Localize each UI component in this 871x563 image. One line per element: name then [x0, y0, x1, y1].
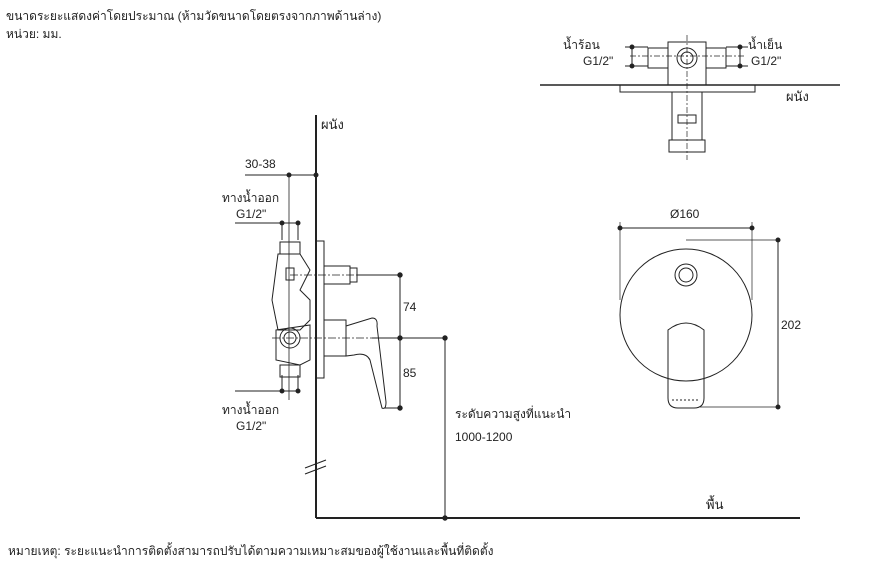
- side-wall-label: ผนัง: [321, 117, 344, 132]
- cold-water-size: G1/2": [751, 54, 782, 68]
- floor-label: พื้น: [706, 497, 724, 512]
- depth-dimension: 30-38: [245, 157, 276, 171]
- recommended-height-value: 1000-1200: [455, 430, 513, 444]
- dimension-74: 74: [403, 300, 417, 314]
- bottom-outlet-label: ทางน้ำออก: [222, 403, 280, 417]
- unit-note: หน่วย: มม.: [6, 27, 62, 41]
- top-wall-label: ผนัง: [786, 89, 809, 104]
- bottom-outlet-size: G1/2": [236, 419, 267, 433]
- top-outlet-size: G1/2": [236, 207, 267, 221]
- front-view: [617, 222, 781, 410]
- hot-water-label: น้ำร้อน: [563, 38, 600, 52]
- recommended-height-label: ระดับความสูงที่แนะนำ: [455, 407, 572, 421]
- diameter-dimension: Ø160: [670, 207, 700, 221]
- top-outlet-label: ทางน้ำออก: [222, 191, 280, 205]
- installation-remark: หมายเหตุ: ระยะแนะนำการติดตั้งสามารถปรับไ…: [8, 544, 494, 558]
- height-dimension: 202: [781, 318, 802, 332]
- dimension-85: 85: [403, 366, 417, 380]
- side-view: [235, 115, 800, 521]
- top-view: [540, 35, 840, 160]
- approximate-dimensions-note: ขนาดระยะแสดงค่าโดยประมาณ (ห้ามวัดขนาดโดย…: [6, 9, 382, 23]
- cold-water-label: น้ำเย็น: [748, 38, 783, 52]
- hot-water-size: G1/2": [583, 54, 614, 68]
